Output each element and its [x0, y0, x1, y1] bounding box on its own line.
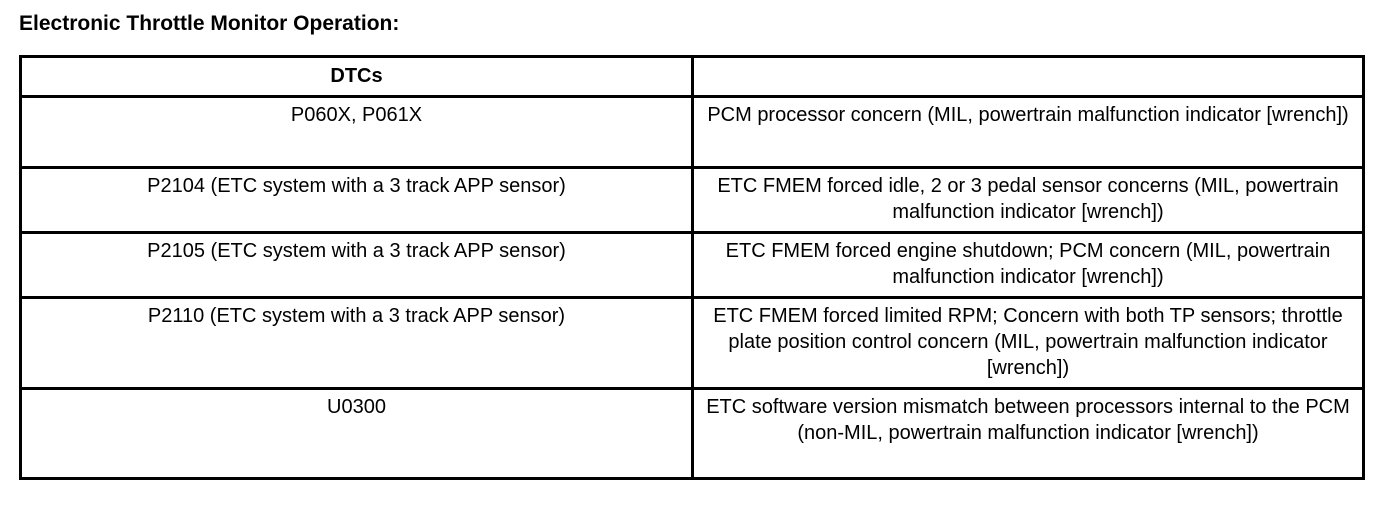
- page-title: Electronic Throttle Monitor Operation:: [19, 12, 400, 35]
- table-row: P2105 (ETC system with a 3 track APP sen…: [19, 231, 1365, 299]
- dtc-table: DTCs P060X, P061X PCM processor concern …: [19, 55, 1365, 480]
- cell-dtc: P060X, P061X: [19, 95, 694, 169]
- dtc-code-text: U0300: [327, 396, 386, 418]
- cell-dtc: U0300: [19, 387, 694, 480]
- header-cell-description: [691, 55, 1365, 98]
- header-cell-dtcs: DTCs: [19, 55, 694, 98]
- dtc-code-text: P060X, P061X: [290, 104, 423, 126]
- dtc-description-text: ETC FMEM forced idle, 2 or 3 pedal senso…: [717, 175, 1339, 223]
- cell-description: ETC FMEM forced limited RPM; Concern wit…: [691, 296, 1365, 390]
- header-label-dtcs: DTCs: [330, 65, 383, 87]
- cell-description: PCM processor concern (MIL, powertrain m…: [691, 95, 1365, 169]
- dtc-description-text: PCM processor concern (MIL, powertrain m…: [707, 104, 1349, 126]
- table-row: P2104 (ETC system with a 3 track APP sen…: [19, 166, 1365, 234]
- dtc-description-text: ETC software version mismatch between pr…: [706, 396, 1350, 444]
- cell-description: ETC FMEM forced engine shutdown; PCM con…: [691, 231, 1365, 299]
- cell-description: ETC FMEM forced idle, 2 or 3 pedal senso…: [691, 166, 1365, 234]
- dtc-description-text: ETC FMEM forced engine shutdown; PCM con…: [725, 240, 1331, 288]
- dtc-description-text: ETC FMEM forced limited RPM; Concern wit…: [713, 305, 1343, 379]
- cell-dtc: P2105 (ETC system with a 3 track APP sen…: [19, 231, 694, 299]
- dtc-code-text: P2110 (ETC system with a 3 track APP sen…: [147, 305, 566, 327]
- table-row: U0300 ETC software version mismatch betw…: [19, 387, 1365, 480]
- dtc-code-text: P2104 (ETC system with a 3 track APP sen…: [147, 175, 566, 197]
- cell-dtc: P2110 (ETC system with a 3 track APP sen…: [19, 296, 694, 390]
- cell-description: ETC software version mismatch between pr…: [691, 387, 1365, 480]
- table-row: P2110 (ETC system with a 3 track APP sen…: [19, 296, 1365, 390]
- table-header-row: DTCs: [19, 55, 1365, 98]
- header-label-description: [694, 58, 1362, 95]
- dtc-code-text: P2105 (ETC system with a 3 track APP sen…: [147, 240, 566, 262]
- table-row: P060X, P061X PCM processor concern (MIL,…: [19, 95, 1365, 169]
- cell-dtc: P2104 (ETC system with a 3 track APP sen…: [19, 166, 694, 234]
